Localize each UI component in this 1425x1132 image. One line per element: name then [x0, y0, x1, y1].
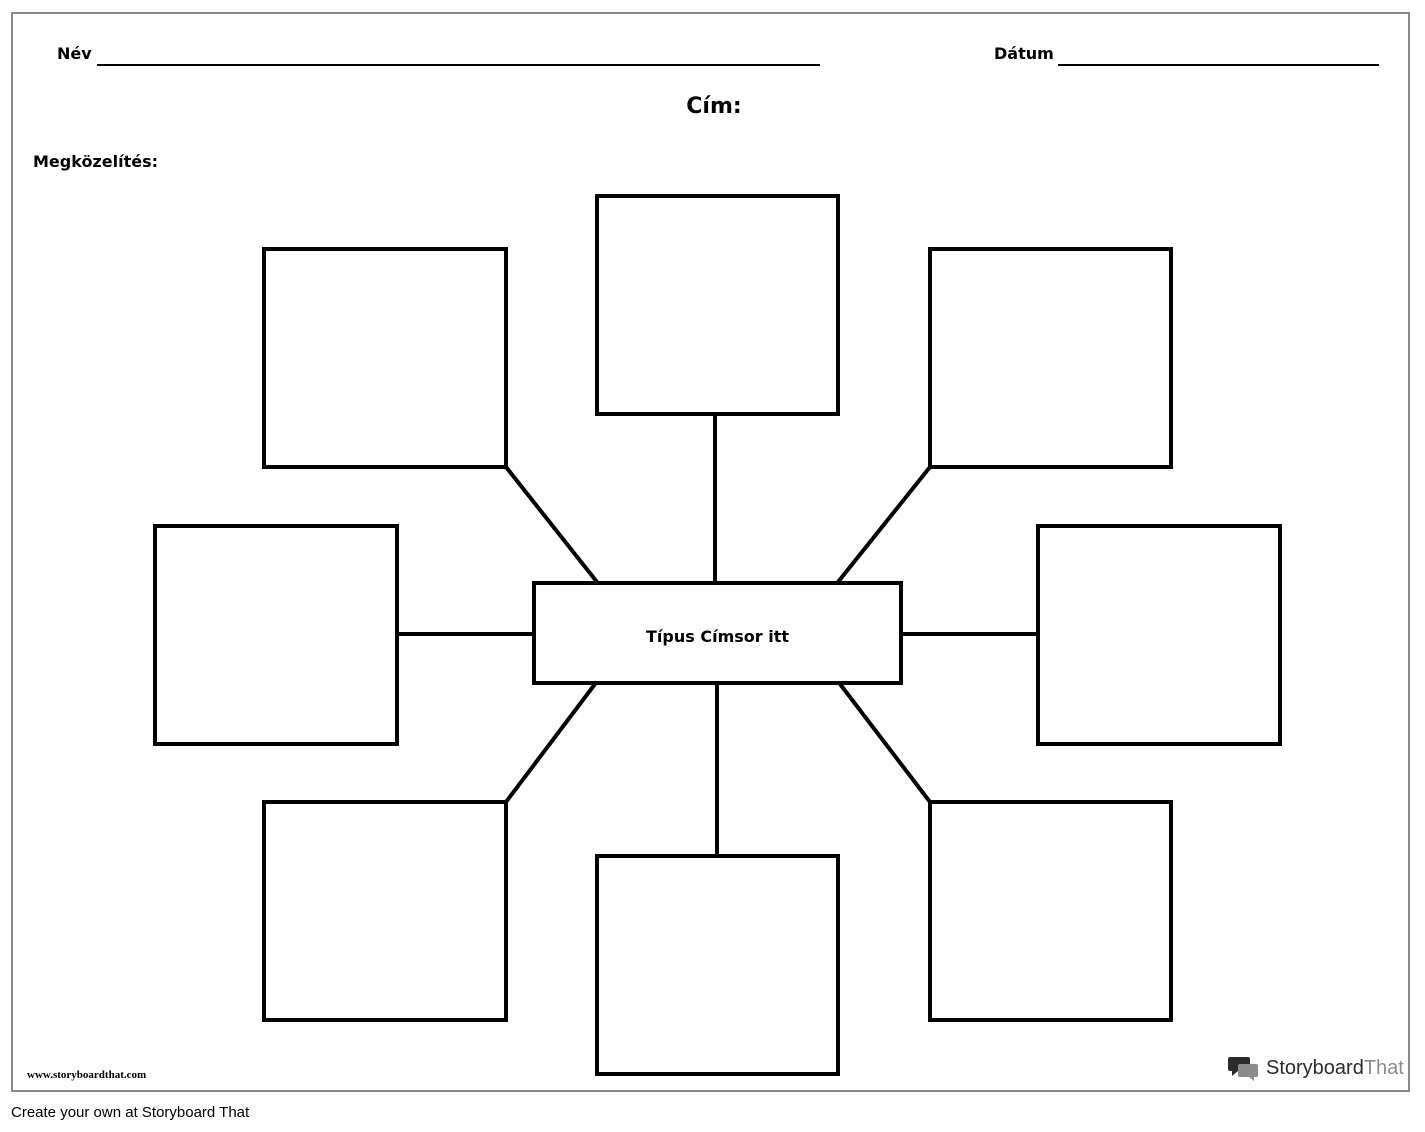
box-right	[1036, 524, 1282, 746]
connector-top-left	[504, 465, 599, 584]
box-left	[153, 524, 399, 746]
speech-bubbles-icon	[1228, 1057, 1258, 1081]
connector-top-right	[836, 465, 932, 584]
website-url: www.storyboardthat.com	[27, 1069, 147, 1081]
brand-name: StoryboardThat	[1266, 1056, 1404, 1080]
approach-label: Megközelítés:	[33, 152, 158, 171]
center-label: Típus Címsor itt	[646, 627, 789, 646]
center-box	[532, 581, 903, 685]
box-top	[595, 194, 840, 416]
date-line[interactable]	[1058, 64, 1379, 66]
name-line[interactable]	[97, 64, 820, 66]
name-label: Név	[57, 44, 92, 63]
box-bottom-left	[262, 800, 508, 1022]
brand-suffix: That	[1363, 1057, 1404, 1079]
box-top-left	[262, 247, 508, 469]
connector-bottom-left	[504, 682, 597, 804]
box-bottom-right	[928, 800, 1173, 1022]
box-bottom	[595, 854, 840, 1076]
create-your-own-link[interactable]: Create your own at Storyboard That	[11, 1104, 250, 1121]
box-top-right	[928, 247, 1173, 469]
connector-bottom-right	[838, 682, 932, 804]
brand-logo: StoryboardThat	[1228, 1055, 1404, 1081]
brand-prefix: Storyboard	[1266, 1057, 1364, 1079]
date-label: Dátum	[994, 44, 1054, 63]
title-label: Cím:	[686, 94, 742, 119]
